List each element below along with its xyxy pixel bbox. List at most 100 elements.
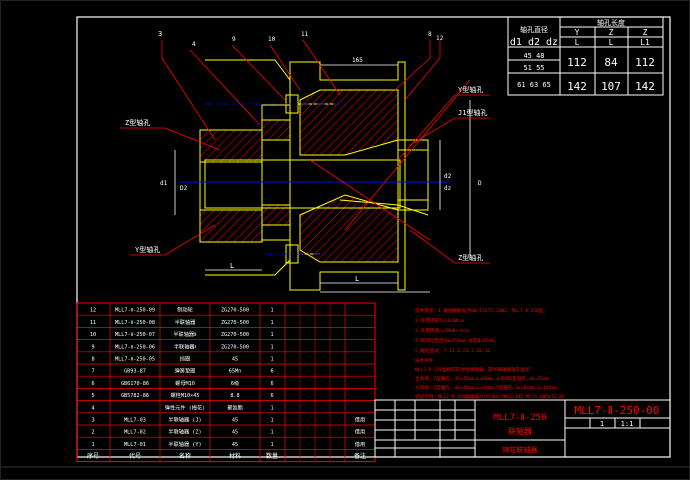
bom-cell-note: 借用 — [355, 440, 365, 448]
bom-cell-name: 半联轴器Ⅰ — [174, 342, 196, 350]
bom-cell-qty: 6 — [270, 369, 273, 375]
bom-cell-name: 半联轴器 (Y) — [168, 440, 201, 448]
bom-cell-material: ZG270-500 — [221, 344, 249, 350]
dim-label-l-right: L — [355, 275, 359, 283]
dim-label-dz: dz — [444, 185, 452, 192]
bom-cell-qty: 1 — [270, 357, 273, 363]
elastic-element-top — [261, 119, 291, 141]
left-hub-flange-top — [205, 59, 291, 106]
bom-cell-qty: 1 — [270, 430, 273, 436]
bom-cell-code: MLL7-03 — [124, 418, 146, 424]
bore-size-table: 轴孔直径 d1 d2 dz 轴孔长度 Y Z Z L L L1 45 48 51… — [507, 16, 664, 96]
bom-cell-material: 聚氨酯 — [227, 403, 243, 411]
row2-v2: 107 — [601, 80, 621, 93]
bom-header-no: 序号 — [87, 452, 99, 460]
dim-label-d1: d1 — [160, 180, 168, 187]
row1-v2: 84 — [604, 56, 618, 69]
callout-labels: 3 4 9 10 11 8 12 165 L L D D2 d1 d2 dz Z… — [125, 30, 487, 283]
bom-cell-code: MLL7-Ⅱ-250-05 — [115, 357, 155, 363]
bom-cell-name: 半联轴器 (J) — [168, 416, 201, 424]
dim-label-l-left: L — [230, 262, 234, 270]
bom-cell-note: 借用 — [355, 416, 365, 424]
callout-11: 11 — [301, 31, 309, 38]
product-name: MLL7-Ⅱ-250 — [493, 413, 546, 423]
bom-cell-qty: 1 — [270, 405, 273, 411]
callout-leaders — [120, 39, 490, 264]
bom-cell-no: 12 — [90, 308, 96, 314]
bom-cell-material: 45 — [232, 442, 238, 448]
bom-cell-name: 半联轴器 — [175, 318, 197, 326]
dim-label-d2: D2 — [180, 185, 188, 192]
callout-4: 4 — [192, 41, 196, 48]
shaft-bore — [204, 159, 401, 209]
bom-header-code: 代号 — [129, 452, 141, 460]
row1-v1: 112 — [567, 56, 587, 69]
bom-cell-no: 8 — [91, 357, 94, 363]
label-j1-bore: J1型轴孔 — [458, 108, 487, 117]
bom-cell-no: 6 — [91, 381, 94, 387]
row1-diam: 45 48 — [523, 52, 544, 60]
note-line: 2.许用转矩T=1120N·m — [415, 317, 464, 324]
title-block: MLL7-Ⅱ-250-00 MLL7-Ⅱ-250 联轴器 梅花联轴器 1:1 1 — [374, 399, 671, 458]
bom-cell-name: 半联轴器 (Z) — [168, 428, 201, 436]
bom-cell-name: 半联轴器Ⅱ — [173, 330, 196, 338]
bom-cell-material: 65Mn — [229, 369, 242, 375]
col-z-header: Z — [609, 28, 614, 37]
label-y-bore-left: Y型轴孔 — [135, 245, 160, 254]
row2-v1: 142 — [567, 80, 587, 93]
row2-v3: 142 — [635, 80, 655, 93]
label-y-bore-right: Y型轴孔 — [458, 85, 483, 94]
drawing-border — [76, 16, 671, 458]
note-line: 从动端：Z型轴孔，d2=45mm,L=84mm,Y型轴孔,dz=61mm,L=1… — [415, 384, 557, 391]
bom-cell-name: 弹性元件 (梅花) — [165, 403, 206, 411]
col-l2-header: L — [609, 38, 614, 47]
bore-length-header: 轴孔长度 — [597, 18, 625, 27]
note-line: MLL7-Ⅱ-250型梅花形弹性联轴器，其半联轴器轴孔直径 — [415, 366, 530, 373]
dim-label-d: D — [478, 180, 482, 187]
bom-cell-qty: 1 — [270, 418, 273, 424]
bom-cell-note: 借用 — [355, 428, 365, 436]
bom-cell-name: 制动轮 — [177, 306, 193, 314]
note-line: 技术条件 — [415, 357, 434, 364]
bom-cell-name: 螺母M10 — [175, 379, 195, 387]
bom-cell-name: 螺栓M10×45 — [170, 391, 199, 399]
drawing-number: MLL7-Ⅱ-250-00 — [575, 404, 660, 417]
right-hub-upper-section — [299, 89, 399, 156]
row2-diam: 61 63 65 — [517, 81, 551, 89]
bom-cell-code: MLL7-Ⅱ-250-07 — [115, 332, 155, 338]
bom-cell-code: GB5782-86 — [121, 393, 149, 399]
technical-notes: 技术要求：1.联轴器标准为GB/T5272-2002，MLL7-Ⅱ-250型。 2… — [415, 307, 565, 400]
bom-cell-material: ZG270-500 — [221, 308, 249, 314]
callout-12: 12 — [436, 35, 444, 42]
bom-cell-no: 7 — [91, 369, 94, 375]
note-line: 主动端：Z型轴孔，d1=45mm,L=84mm,从动端Z型轴孔,dz=55mm — [415, 375, 549, 382]
bom-cell-qty: 1 — [270, 320, 273, 326]
company-name: 梅花联轴器 — [503, 445, 538, 454]
bom-cell-no: 10 — [90, 332, 96, 338]
bom-cell-code: MLL7-Ⅱ-250-06 — [115, 344, 155, 350]
dim-label-d2r: d2 — [444, 173, 452, 180]
callout-9: 9 — [232, 36, 236, 43]
col-l-header: L — [575, 38, 580, 47]
bom-cell-qty: 1 — [270, 442, 273, 448]
bom-cell-material: 45 — [232, 418, 238, 424]
bom-cell-qty: 6 — [270, 393, 273, 399]
bom-cell-material: 45 — [232, 430, 238, 436]
note-line: 技术要求：1.联轴器标准为GB/T5272-2002，MLL7-Ⅱ-250型。 — [415, 307, 548, 314]
product-subtitle: 联轴器 — [508, 426, 532, 436]
bore-diam-subheader: d1 d2 dz — [510, 37, 558, 48]
bom-cell-no: 5 — [91, 393, 94, 399]
bom-cell-name: 弹簧垫圈 — [175, 367, 196, 375]
bom-cell-code: GB93-87 — [124, 369, 146, 375]
row1-diam2: 51 55 — [523, 64, 544, 72]
bom-header-name: 名称 — [179, 452, 191, 460]
bom-cell-no: 2 — [91, 430, 94, 436]
bom-header-material: 材料 — [229, 452, 241, 460]
quantity: 1 — [600, 420, 604, 428]
bom-header-note: 备注 — [354, 452, 366, 460]
label-z-bore-left: Z型轴孔 — [125, 118, 150, 127]
right-hub-lower-section — [299, 194, 399, 263]
